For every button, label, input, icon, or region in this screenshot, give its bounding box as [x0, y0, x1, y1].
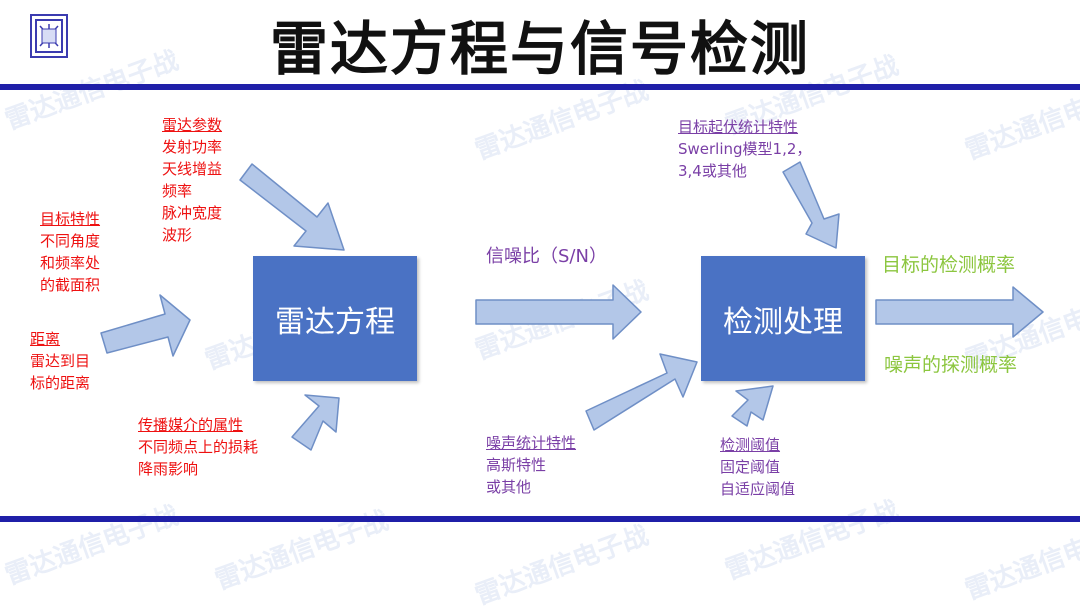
noise-stats-block: 噪声统计特性 高斯特性 或其他 — [486, 432, 576, 498]
logo-icon — [30, 14, 68, 58]
noise-stats-heading: 噪声统计特性 — [486, 434, 577, 452]
radar-params-line: 发射功率 — [162, 138, 223, 156]
distance-line: 雷达到目 — [30, 352, 91, 370]
page-title: 雷达方程与信号检测 — [269, 15, 810, 83]
false-alarm-label: 噪声的探测概率 — [884, 354, 1018, 376]
detect-prob-label: 目标的检测概率 — [882, 254, 1016, 276]
threshold-block: 检测阈值 固定阈值 自适应阈值 — [720, 434, 795, 500]
distance-block: 距离 雷达到目 标的距离 — [30, 328, 90, 394]
radar-params-heading: 雷达参数 — [162, 116, 223, 134]
target-fluct-heading: 目标起伏统计特性 — [678, 118, 799, 136]
arrow-fluct — [782, 161, 840, 249]
bottom-rule — [0, 516, 1080, 522]
radar-equation-box: 雷达方程 — [253, 256, 417, 381]
arrow-medium — [291, 394, 340, 451]
arrow-radar-params — [239, 163, 345, 251]
medium-heading: 传播媒介的属性 — [138, 416, 244, 434]
arrow-threshold — [731, 385, 774, 427]
arrow-distance — [100, 294, 191, 357]
target-char-block: 目标特性 不同角度 和频率处 的截面积 — [40, 208, 100, 296]
threshold-heading: 检测阈值 — [720, 436, 781, 454]
radar-params-line: 波形 — [162, 226, 193, 244]
snr-label: 信噪比（S/N） — [486, 246, 607, 267]
target-char-line: 和频率处 — [40, 254, 101, 272]
target-fluct-line: 3,4或其他 — [678, 162, 747, 180]
arrow-noise — [585, 353, 698, 431]
medium-line: 不同频点上的损耗 — [138, 438, 259, 456]
threshold-line: 固定阈值 — [720, 458, 781, 476]
noise-stats-line: 高斯特性 — [486, 456, 547, 474]
radar-params-line: 频率 — [162, 182, 193, 200]
radar-params-block: 雷达参数 发射功率 天线增益 频率 脉冲宽度 波形 — [162, 114, 222, 246]
target-char-heading: 目标特性 — [40, 210, 101, 228]
radar-params-line: 脉冲宽度 — [162, 204, 223, 222]
radar-params-line: 天线增益 — [162, 160, 223, 178]
distance-line: 标的距离 — [30, 374, 91, 392]
target-fluct-block: 目标起伏统计特性 Swerling模型1,2， 3,4或其他 — [678, 116, 811, 182]
target-fluct-line: Swerling模型1,2， — [678, 140, 812, 158]
target-char-line: 不同角度 — [40, 232, 101, 250]
medium-block: 传播媒介的属性 不同频点上的损耗 降雨影响 — [138, 414, 258, 480]
top-rule — [0, 84, 1080, 90]
medium-line: 降雨影响 — [138, 460, 199, 478]
distance-heading: 距离 — [30, 330, 61, 348]
detection-box: 检测处理 — [701, 256, 865, 381]
noise-stats-line: 或其他 — [486, 478, 532, 496]
threshold-line: 自适应阈值 — [720, 480, 796, 498]
arrow-output — [875, 286, 1044, 338]
arrow-snr — [475, 284, 642, 340]
target-char-line: 的截面积 — [40, 276, 101, 294]
